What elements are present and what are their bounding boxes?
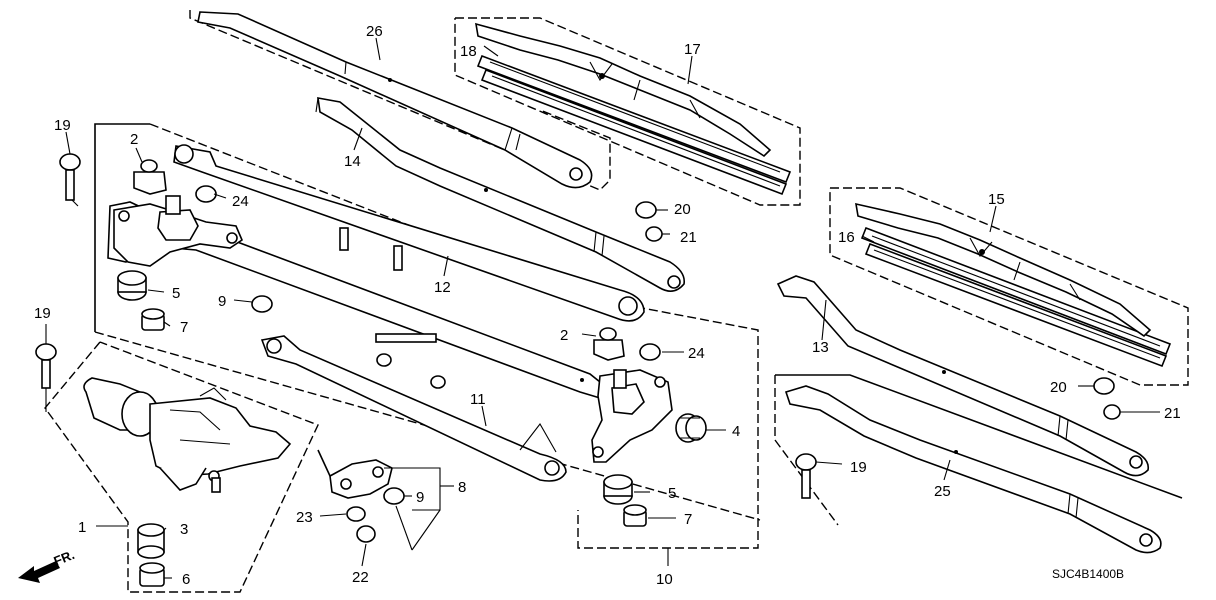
- callout-11: 11: [470, 391, 486, 408]
- nut-9-upper: [251, 295, 273, 313]
- callout-25: 25: [934, 483, 951, 500]
- wiper-arm-25: [784, 385, 1162, 554]
- bolt-19-top: [59, 153, 81, 201]
- nut-21-upper: [645, 226, 663, 242]
- arm-26-outline: [189, 10, 611, 191]
- callout-26: 26: [366, 23, 383, 40]
- nut-21-lower: [1103, 404, 1121, 420]
- callout-24-right: 24: [688, 345, 705, 362]
- callout-2-left: 2: [130, 131, 138, 148]
- wiper-motor-1: [83, 377, 292, 493]
- grommet-4: [675, 413, 707, 443]
- cap-20-upper: [635, 201, 657, 219]
- wiper-blade-17: [475, 22, 792, 196]
- front-arrow-icon: [18, 561, 60, 583]
- cap-20-lower: [1093, 377, 1115, 395]
- callout-20-lower: 20: [1050, 379, 1067, 396]
- linkage-bracket-8: [317, 449, 393, 499]
- callout-12: 12: [434, 279, 451, 296]
- callout-22: 22: [352, 569, 369, 586]
- callout-23: 23: [296, 509, 313, 526]
- motor-group-outline: [44, 341, 319, 593]
- callout-9-upper: 9: [218, 293, 226, 310]
- leader-lines: [45, 37, 1160, 579]
- callout-19-right: 19: [850, 459, 867, 476]
- callout-7-right: 7: [684, 511, 692, 528]
- diagram-code: SJC4B1400B: [1052, 567, 1124, 581]
- callout-1: 1: [78, 519, 86, 536]
- callout-6: 6: [182, 571, 190, 588]
- callout-15: 15: [988, 191, 1005, 208]
- bolt-19-mid: [35, 343, 57, 389]
- callout-4: 4: [732, 423, 740, 440]
- washer-23: [346, 506, 366, 522]
- callout-5-left: 5: [172, 285, 180, 302]
- nut-24-left: [195, 185, 217, 203]
- bushing-5-left: [117, 270, 147, 301]
- front-label: FR.: [52, 547, 77, 569]
- callout-19-mid: 19: [34, 305, 51, 322]
- callout-13: 13: [812, 339, 829, 356]
- callout-14: 14: [344, 153, 361, 170]
- bushing-5-right: [603, 474, 633, 505]
- wiper-arm-14: [315, 97, 686, 292]
- callout-labels: 1 2 2 3 4 5 5 6 7 7 8 9 9 10 11 12 13 14…: [34, 23, 1181, 588]
- callout-7-left: 7: [180, 319, 188, 336]
- collar-7-right: [623, 504, 647, 527]
- link-rod-11: [260, 335, 567, 482]
- small-bolts: [339, 227, 446, 389]
- cap-2-right: [593, 327, 625, 361]
- callout-21-upper: 21: [680, 229, 697, 246]
- nut-24-right: [639, 343, 661, 361]
- left-pivot-bracket: [113, 195, 243, 267]
- callout-16: 16: [838, 229, 855, 246]
- wiper-arm-13: [776, 275, 1150, 477]
- collar-6: [139, 562, 165, 587]
- callout-10: 10: [656, 571, 673, 588]
- nut-22: [356, 525, 376, 543]
- callout-17: 17: [684, 41, 701, 58]
- callout-20-upper: 20: [674, 201, 691, 218]
- callout-8: 8: [458, 479, 466, 496]
- callout-5-right: 5: [668, 485, 676, 502]
- collar-7-left: [141, 308, 165, 331]
- callout-18: 18: [460, 43, 477, 60]
- arm-25-outline: [774, 374, 1183, 526]
- wiper-arm-26: [197, 11, 593, 189]
- right-blade-group-outline: [454, 17, 801, 206]
- bushing-3: [137, 523, 165, 559]
- callout-9-lower: 9: [416, 489, 424, 506]
- wiper-blade-15: [855, 202, 1172, 368]
- left-blade-group-outline: [829, 187, 1189, 386]
- callout-24-left: 24: [232, 193, 249, 210]
- cap-2-left: [133, 159, 167, 195]
- callout-3: 3: [180, 521, 188, 538]
- callout-2-right: 2: [560, 327, 568, 344]
- front-direction-indicator: FR.: [18, 547, 77, 583]
- nut-9-lower: [383, 487, 405, 505]
- callout-21-lower: 21: [1164, 405, 1181, 422]
- right-pivot-bracket: [591, 369, 673, 463]
- callout-19-top: 19: [54, 117, 71, 134]
- bolt-19-right: [795, 453, 817, 499]
